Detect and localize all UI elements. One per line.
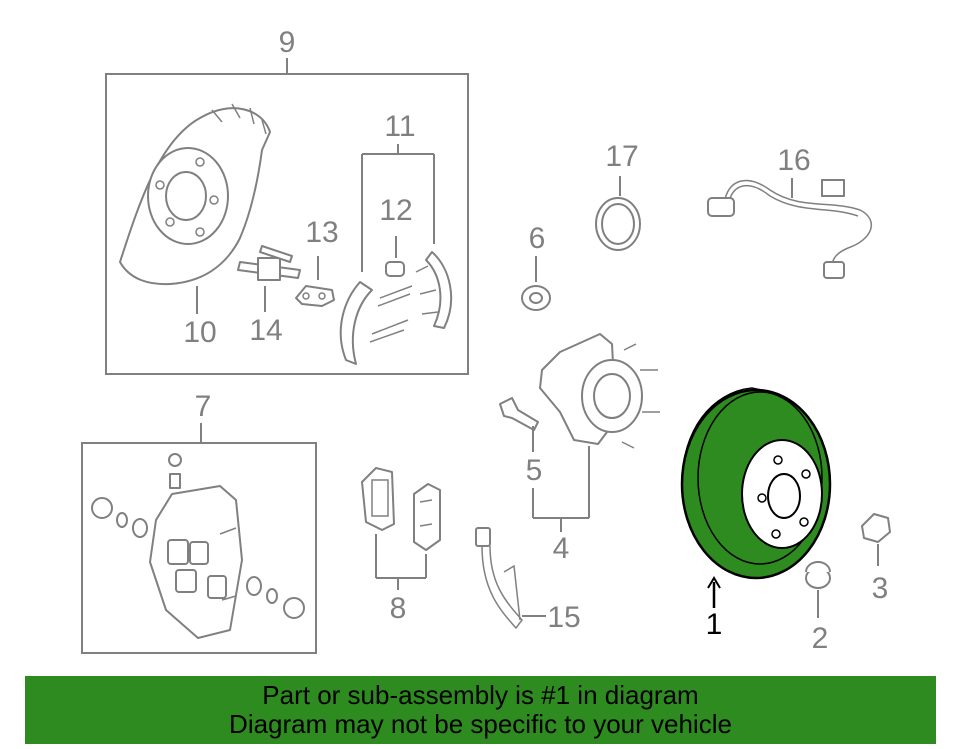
- washer-part[interactable]: [521, 285, 551, 311]
- label-8[interactable]: 8: [390, 592, 407, 625]
- label-3[interactable]: 3: [872, 572, 889, 605]
- label-10[interactable]: 10: [183, 316, 216, 349]
- label-2[interactable]: 2: [812, 622, 829, 655]
- brake-pad-left-part[interactable]: [361, 467, 395, 531]
- info-banner: Part or sub-assembly is #1 in diagram Di…: [25, 676, 936, 744]
- label-16[interactable]: 16: [777, 144, 810, 177]
- banner-line-1: Part or sub-assembly is #1 in diagram: [262, 680, 699, 710]
- hold-down-pin-part[interactable]: [369, 261, 413, 343]
- adjuster-part[interactable]: [237, 245, 301, 281]
- caliper-bleeder-part[interactable]: [168, 453, 182, 489]
- label-12[interactable]: 12: [379, 194, 412, 227]
- bushing-part[interactable]: [805, 561, 831, 589]
- piston-seals-left-part[interactable]: [91, 497, 148, 538]
- label-5[interactable]: 5: [526, 454, 543, 487]
- lug-nut-part[interactable]: [861, 513, 891, 543]
- label-7[interactable]: 7: [195, 390, 212, 423]
- seal-ring-part[interactable]: [595, 197, 641, 251]
- spring-clip-part[interactable]: [295, 285, 335, 307]
- abs-sensor-part[interactable]: [707, 179, 872, 279]
- label-6[interactable]: 6: [529, 222, 546, 255]
- brake-shoe-right-part[interactable]: [415, 251, 453, 329]
- label-15[interactable]: 15: [547, 601, 580, 634]
- dust-shield-part[interactable]: [119, 103, 271, 286]
- brake-shoe-left-part[interactable]: [339, 281, 373, 365]
- pad-wear-sensor-part[interactable]: [475, 527, 523, 630]
- label-11[interactable]: 11: [384, 110, 415, 143]
- label-4[interactable]: 4: [553, 532, 570, 565]
- brake-caliper-part[interactable]: [149, 485, 243, 639]
- wheel-hub-part[interactable]: [539, 333, 660, 449]
- label-1[interactable]: 1: [706, 608, 723, 641]
- label-14[interactable]: 14: [249, 314, 282, 347]
- brake-rotor-part[interactable]: [680, 387, 832, 580]
- hub-bolt-part[interactable]: [499, 397, 539, 431]
- brake-pad-right-part[interactable]: [413, 483, 441, 551]
- label-17[interactable]: 17: [605, 140, 638, 173]
- label-9[interactable]: 9: [279, 26, 296, 59]
- banner-line-2: Diagram may not be specific to your vehi…: [229, 709, 732, 739]
- label-13[interactable]: 13: [305, 216, 338, 249]
- piston-seals-right-part[interactable]: [246, 576, 305, 619]
- group-box-7: [81, 442, 317, 654]
